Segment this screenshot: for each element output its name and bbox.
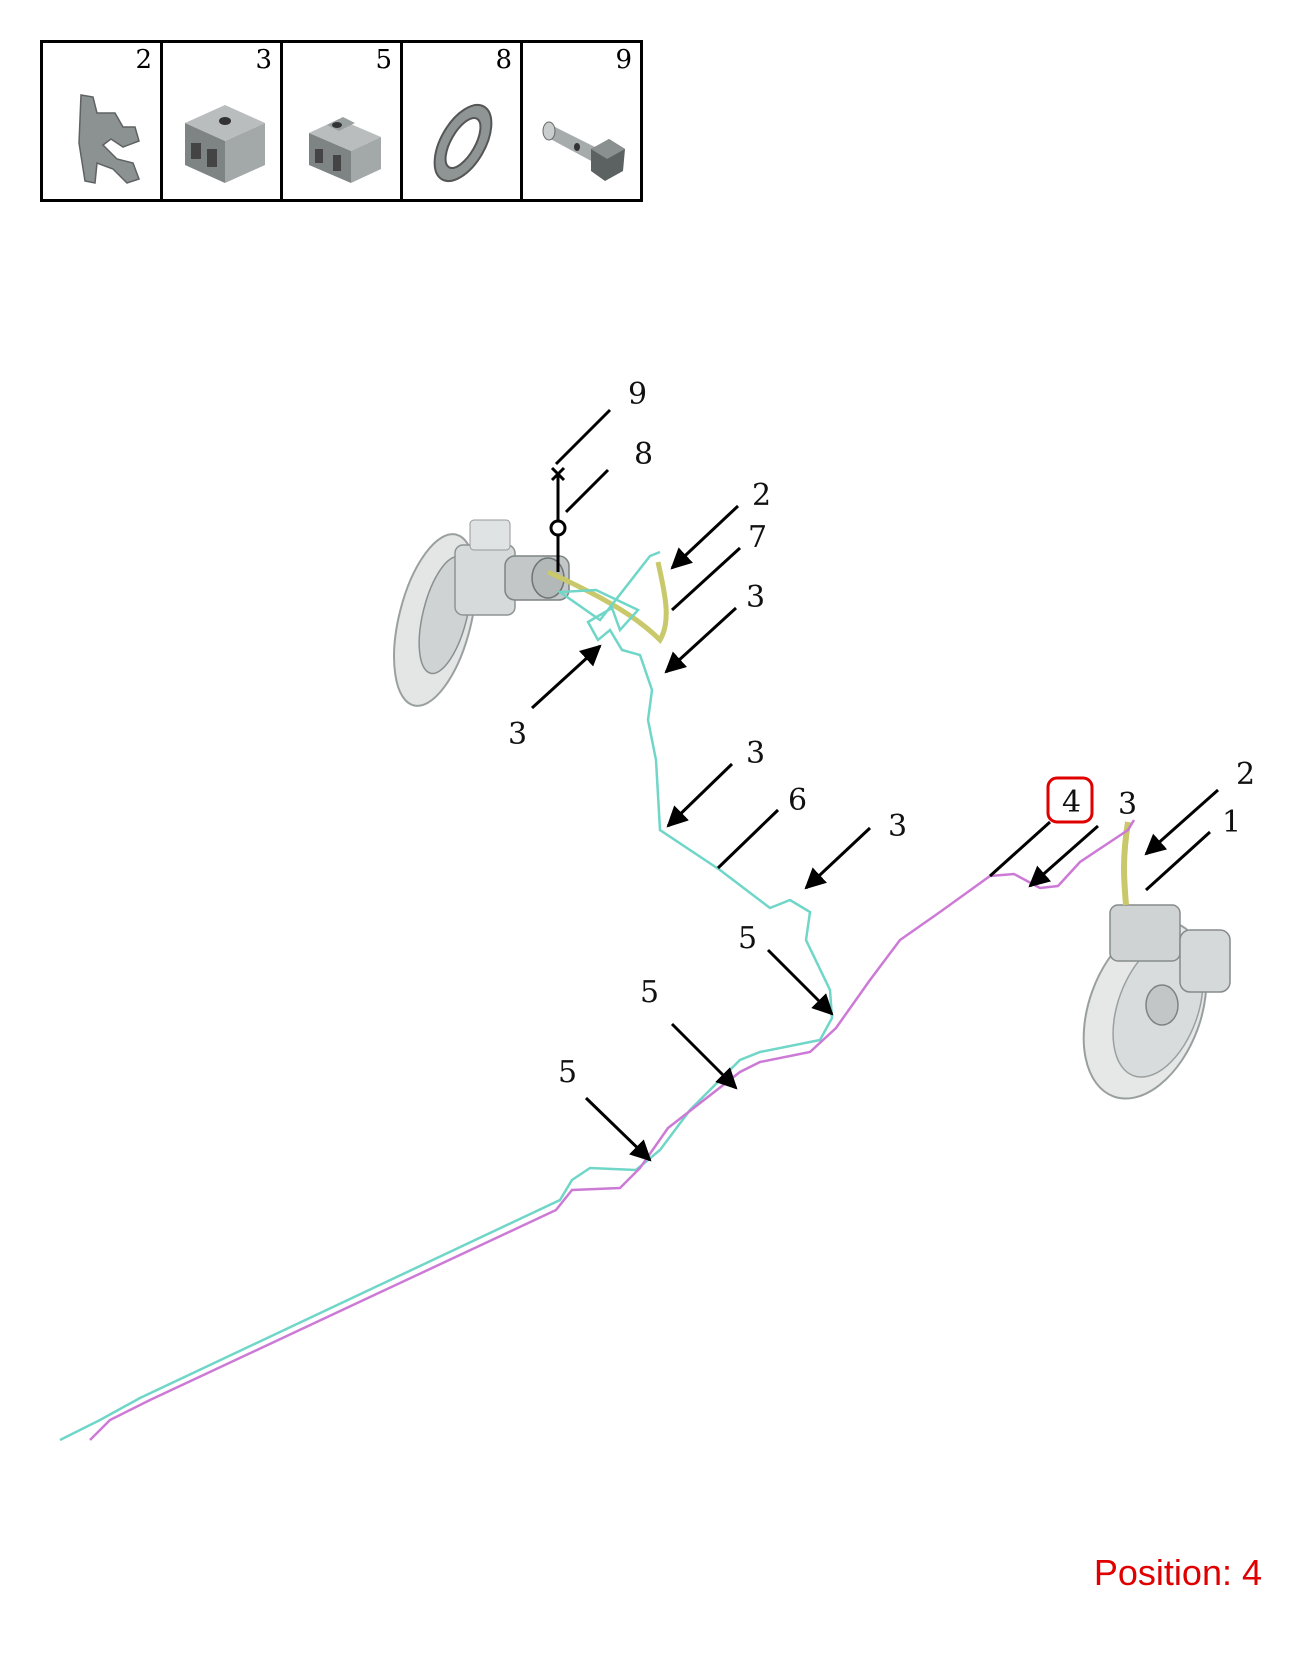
left-flex-hose (546, 561, 669, 645)
callout-5-middle[interactable]: 5 (640, 975, 659, 1010)
callout-5-upper[interactable]: 5 (738, 921, 757, 956)
legend-number: 9 (615, 45, 632, 75)
right-brake-disc-assembly (1082, 904, 1231, 1100)
callout-9[interactable]: 9 (628, 377, 647, 412)
brake-line-cyan (59, 550, 834, 1442)
callout-7[interactable]: 7 (748, 520, 767, 555)
callout-4[interactable]: 4 (1062, 785, 1081, 820)
bolt-cross-icon (550, 466, 566, 482)
washer-circle-icon (549, 519, 567, 537)
right-flex-hose (1121, 821, 1131, 906)
legend-number: 2 (135, 45, 152, 75)
callout-8[interactable]: 8 (634, 437, 653, 472)
callout-3-right[interactable]: 3 (1118, 787, 1137, 822)
double-bracket-icon (309, 117, 381, 183)
washer-icon (433, 104, 493, 182)
highlight-box (1046, 776, 1094, 824)
parts-legend: 2 3 5 8 (40, 40, 643, 202)
callout-3-upper[interactable]: 3 (746, 580, 765, 615)
callout-2-right[interactable]: 2 (1236, 757, 1255, 792)
clip-icon (78, 94, 140, 184)
callout-6[interactable]: 6 (788, 783, 807, 818)
left-brake-disc-assembly (393, 519, 570, 707)
legend-number: 5 (375, 45, 392, 75)
callout-3-middle[interactable]: 3 (746, 736, 765, 771)
callout-2-left[interactable]: 2 (752, 478, 771, 513)
legend-cell-clip[interactable]: 2 (43, 43, 163, 199)
callout-3-left[interactable]: 3 (508, 717, 527, 752)
legend-number: 3 (255, 45, 272, 75)
legend-cell-double-bracket[interactable]: 5 (283, 43, 403, 199)
fastener-stack (549, 466, 567, 572)
callout-3-center[interactable]: 3 (888, 809, 907, 844)
legend-cell-banjo-bolt[interactable]: 9 (523, 43, 640, 199)
callout-5-lower[interactable]: 5 (558, 1055, 577, 1090)
legend-cell-washer[interactable]: 8 (403, 43, 523, 199)
leader-lines (530, 408, 1219, 1162)
bracket-icon (185, 105, 265, 183)
legend-cell-bracket[interactable]: 3 (163, 43, 283, 199)
position-label: Position: 4 (1093, 1552, 1262, 1593)
legend-number: 8 (495, 45, 512, 75)
banjo-bolt-icon (542, 121, 625, 181)
callout-1[interactable]: 1 (1222, 805, 1241, 840)
